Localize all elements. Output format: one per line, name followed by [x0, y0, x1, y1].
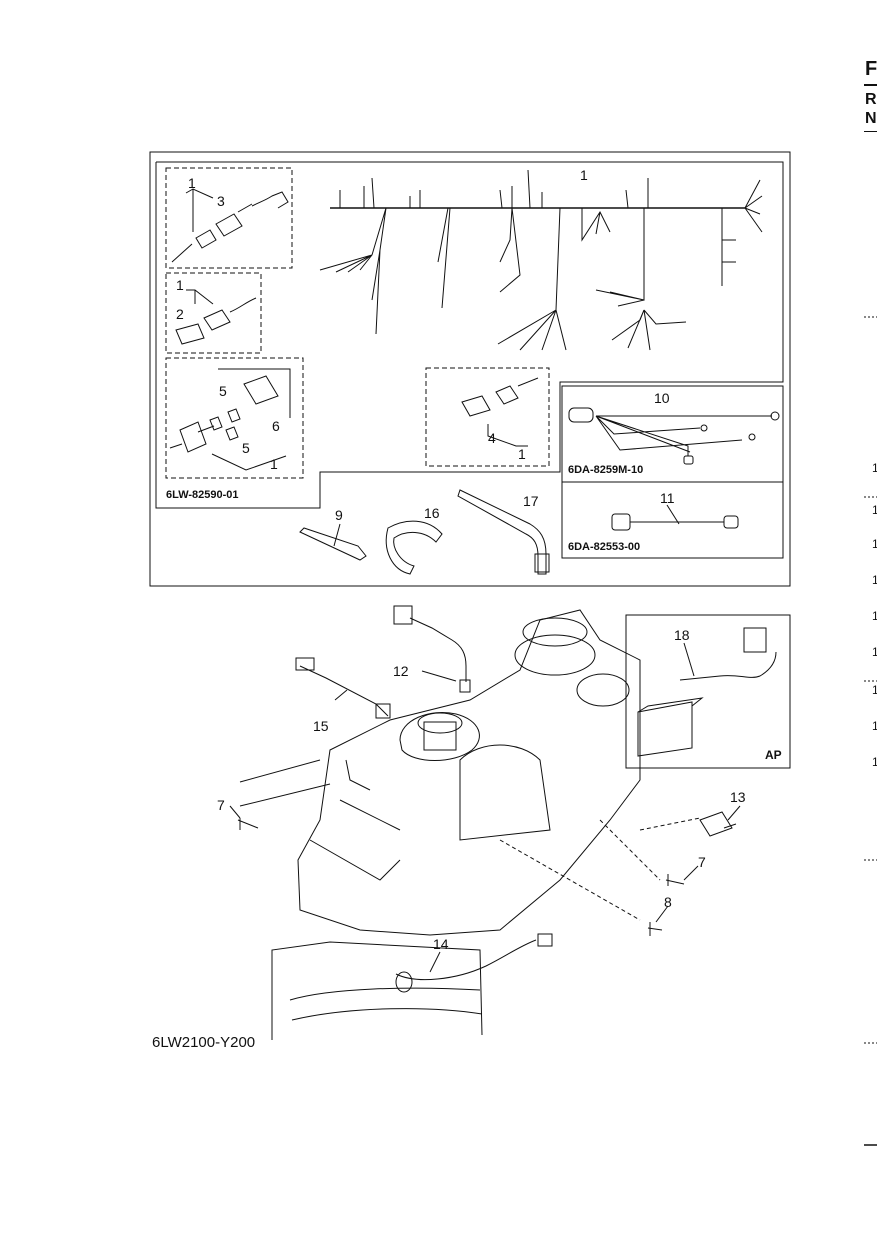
- callout-14: 14: [433, 936, 449, 952]
- callout-5: 5: [219, 383, 227, 399]
- margin-number: 1: [872, 609, 877, 623]
- callout-16: 16: [424, 505, 440, 521]
- part-code-lead-11: 6DA-82553-00: [568, 541, 641, 553]
- callout-6: 6: [272, 418, 280, 434]
- callout-18: 18: [674, 627, 690, 643]
- callout-13: 13: [730, 789, 746, 805]
- callout-11: 11: [660, 490, 675, 506]
- header-letter-r: R: [865, 91, 877, 108]
- callout-1: 1: [580, 167, 588, 183]
- callout-9: 9: [335, 507, 343, 523]
- callout-1: 1: [176, 277, 184, 293]
- callout-1: 1: [518, 446, 526, 462]
- callout-17: 17: [523, 493, 539, 509]
- margin-number: 1: [872, 573, 877, 587]
- callout-7: 7: [698, 854, 706, 870]
- margin-number: 1: [872, 645, 877, 659]
- margin-number: 1: [872, 537, 877, 551]
- header-rule: [864, 84, 877, 86]
- margin-number: 1: [872, 755, 877, 769]
- callout-4: 4: [488, 430, 496, 446]
- margin-number: 1: [872, 719, 877, 733]
- header-letter-f: F: [865, 58, 877, 80]
- callout-12: 12: [393, 663, 409, 679]
- callout-7: 7: [217, 797, 225, 813]
- callout-10: 10: [654, 390, 670, 406]
- margin-number: 1: [872, 683, 877, 697]
- callout-1: 1: [188, 175, 196, 191]
- margin-number: 1: [872, 461, 877, 475]
- callout-8: 8: [664, 894, 672, 910]
- figure-code: 6LW2100-Y200: [152, 1034, 256, 1051]
- margin-number: 1: [872, 503, 877, 517]
- header-rule-2: [864, 131, 877, 132]
- callout-1: 1: [270, 456, 278, 472]
- callout-2: 2: [176, 306, 184, 322]
- callout-15: 15: [313, 718, 329, 734]
- part-code-sub-lead: 6DA-8259M-10: [568, 464, 644, 476]
- inset-label-ap: AP: [765, 748, 782, 762]
- header-letter-n: N: [865, 110, 877, 127]
- callout-5: 5: [242, 440, 250, 456]
- callout-3: 3: [217, 193, 225, 209]
- part-code-harness: 6LW-82590-01: [166, 489, 239, 501]
